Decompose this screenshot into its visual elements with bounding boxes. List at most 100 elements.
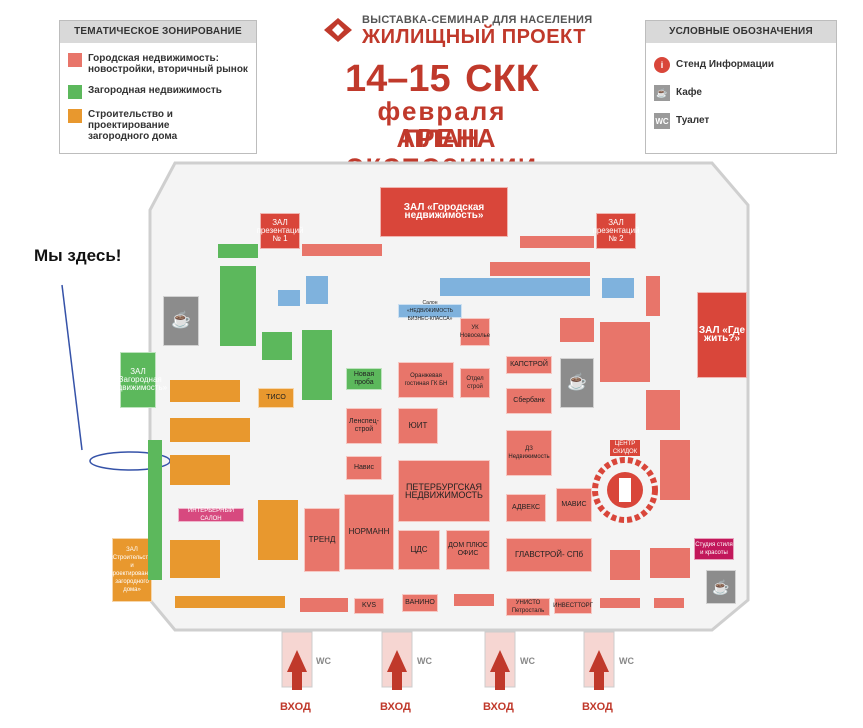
stand-row[interactable] (440, 278, 590, 296)
hall-country[interactable]: ЗАЛ «Загородная недвижимость» (109, 352, 167, 408)
stand-row[interactable] (175, 596, 285, 608)
stand-row[interactable] (302, 330, 332, 400)
you-are-here-label: Мы здесь! (34, 246, 122, 265)
legend-label: Городская недвижимость: (88, 53, 219, 64)
discount-center-label: ЦЕНТР СКИДОК (610, 440, 640, 456)
legend-label: новостройки, вторичный рынок (88, 64, 248, 75)
interior-salon[interactable]: ИНТЕРЬЕРНЫЙ САЛОН (178, 508, 244, 522)
stand-row[interactable] (306, 276, 328, 304)
stand-a4[interactable]: ВАНИНО (402, 594, 438, 612)
stand-a23[interactable]: МАВИС (556, 488, 592, 522)
stand-row[interactable] (600, 598, 640, 608)
header-dates: 14–15 СКК (322, 60, 562, 98)
stand-row[interactable] (654, 598, 684, 608)
stand-row[interactable] (660, 440, 690, 500)
stand-tiso[interactable]: ТИСО (258, 388, 294, 408)
legend-item-city: Городская недвижимость:новостройки, втор… (68, 53, 256, 75)
hall-presentation-1[interactable]: ЗАЛ презентаций № 1 (256, 213, 304, 249)
entrance-3[interactable]: ВХОД (483, 701, 514, 713)
entrance-2[interactable]: ВХОД (380, 701, 411, 713)
country-swatch (68, 85, 82, 99)
stand-a25[interactable]: Ленспец- строй (346, 408, 382, 444)
legend-label: Туалет (676, 115, 710, 126)
stand-a34[interactable]: Новая проба (346, 368, 382, 390)
legend-label: Загородная недвижимость (88, 85, 222, 96)
venue2: АРЕНА (396, 123, 498, 153)
stand-a13[interactable]: ТРЕНД (304, 508, 340, 572)
header-subtitle: ВЫСТАВКА-СЕМИНАР ДЛЯ НАСЕЛЕНИЯ (362, 14, 593, 26)
wc-icon: WC (619, 656, 634, 666)
wc-icon: WC (654, 113, 670, 129)
entrance-1[interactable]: ВХОД (280, 701, 311, 713)
legend-label: Стенд Информации (676, 59, 775, 70)
wc-icon: WC (316, 656, 331, 666)
stand-a20[interactable]: НОРМАНН (344, 494, 394, 570)
legend-info: i Стенд Информации (654, 57, 836, 73)
hall-where-to-live[interactable]: ЗАЛ «Где жить?» (697, 292, 747, 378)
stand-row[interactable] (218, 244, 258, 258)
stand-a26[interactable]: ЮИТ (398, 408, 438, 444)
stand-a18[interactable]: ГЛАВСТРОЙ- СПб (506, 538, 592, 572)
stand-row[interactable] (170, 540, 220, 578)
cafe-icon: ☕ (654, 85, 670, 101)
studio-beauty[interactable]: Студия стиля и красоты (694, 538, 734, 560)
stand-row[interactable] (170, 418, 250, 442)
stand-row[interactable] (490, 262, 590, 276)
cafe-icon: ☕ (163, 296, 199, 346)
stand-a6[interactable]: ИНВЕСТТОРГ (553, 598, 593, 614)
stand-a15[interactable]: ЦДС (398, 530, 440, 570)
zones-legend-title: ТЕМАТИЧЕСКОЕ ЗОНИРОВАНИЕ (60, 21, 256, 43)
stand-row[interactable] (602, 278, 634, 298)
elite-salon[interactable]: Салон «НЕДВИЖИМОСТЬ БИЗНЕС-КЛАССА» (398, 300, 462, 322)
wc-icon: WC (417, 656, 432, 666)
discount-center-block (619, 478, 631, 502)
stand-row[interactable] (560, 318, 594, 342)
venue: СКК (465, 58, 539, 100)
month: февраля (377, 96, 507, 126)
hall-presentation-2[interactable]: ЗАЛ презентаций № 2 (592, 213, 640, 249)
legend-item-country: Загородная недвижимость (68, 85, 256, 99)
stand-row[interactable] (646, 276, 660, 316)
stand-row[interactable] (454, 594, 494, 606)
city-swatch (68, 53, 82, 67)
stand-row[interactable] (600, 322, 650, 382)
stand-row[interactable] (302, 244, 382, 256)
stand-a22[interactable]: АДВЕКС (506, 494, 546, 522)
build-swatch (68, 109, 82, 123)
stand-row[interactable] (220, 266, 256, 346)
stand-column[interactable] (148, 440, 162, 580)
discount-ring (592, 457, 658, 523)
stand-row[interactable] (650, 548, 690, 578)
wc-icon: WC (520, 656, 535, 666)
stand-row[interactable] (170, 380, 240, 402)
hall-construction[interactable]: ЗАЛ «Строительство и проектирование заго… (109, 538, 155, 602)
stand-row[interactable] (646, 390, 680, 430)
legend-label: Строительство и проектирование (88, 109, 173, 131)
stand-row[interactable] (610, 550, 640, 580)
stand-row[interactable] (300, 598, 348, 612)
header-title: ЖИЛИЩНЫЙ ПРОЕКТ (362, 26, 586, 48)
stand-row[interactable] (278, 290, 300, 306)
legend-label: загородного дома (88, 131, 178, 142)
cafe-icon: ☕ (706, 570, 736, 604)
stand-a16[interactable]: ДОМ ПЛЮС ОФИС (446, 530, 490, 570)
stand-a32[interactable]: КАПСТРОЙ (506, 356, 552, 374)
entrance-4[interactable]: ВХОД (582, 701, 613, 713)
stand-a14[interactable]: Навис (346, 456, 382, 480)
stand-a33[interactable]: УК Новоселье (460, 318, 490, 346)
symbols-legend: УСЛОВНЫЕ ОБОЗНАЧЕНИЯ i Стенд Информации … (645, 20, 837, 154)
hall-city[interactable]: ЗАЛ «Городская недвижимость» (380, 187, 508, 237)
stand-row[interactable] (170, 455, 230, 485)
stand-row[interactable] (258, 500, 298, 560)
stand-row[interactable] (520, 236, 594, 248)
stand-a31[interactable]: Сбербанк (506, 388, 552, 414)
legend-wc: WC Туалет (654, 113, 836, 129)
legend-cafe: ☕ Кафе (654, 85, 836, 101)
stand-a5[interactable]: УНИСТО Петросталь (506, 598, 550, 616)
stand-a3[interactable]: KVS (354, 598, 384, 614)
stand-a28[interactable]: ДЗ Недвижимость (506, 430, 552, 476)
stand-a30[interactable]: Отдел строй (460, 368, 490, 398)
stand-a29[interactable]: Оранжевая гостиная ГК БН (398, 362, 454, 398)
stand-row[interactable] (262, 332, 292, 360)
stand-a21[interactable]: ПЕТЕРБУРГСКАЯ НЕДВИЖИМОСТЬ (398, 460, 490, 522)
